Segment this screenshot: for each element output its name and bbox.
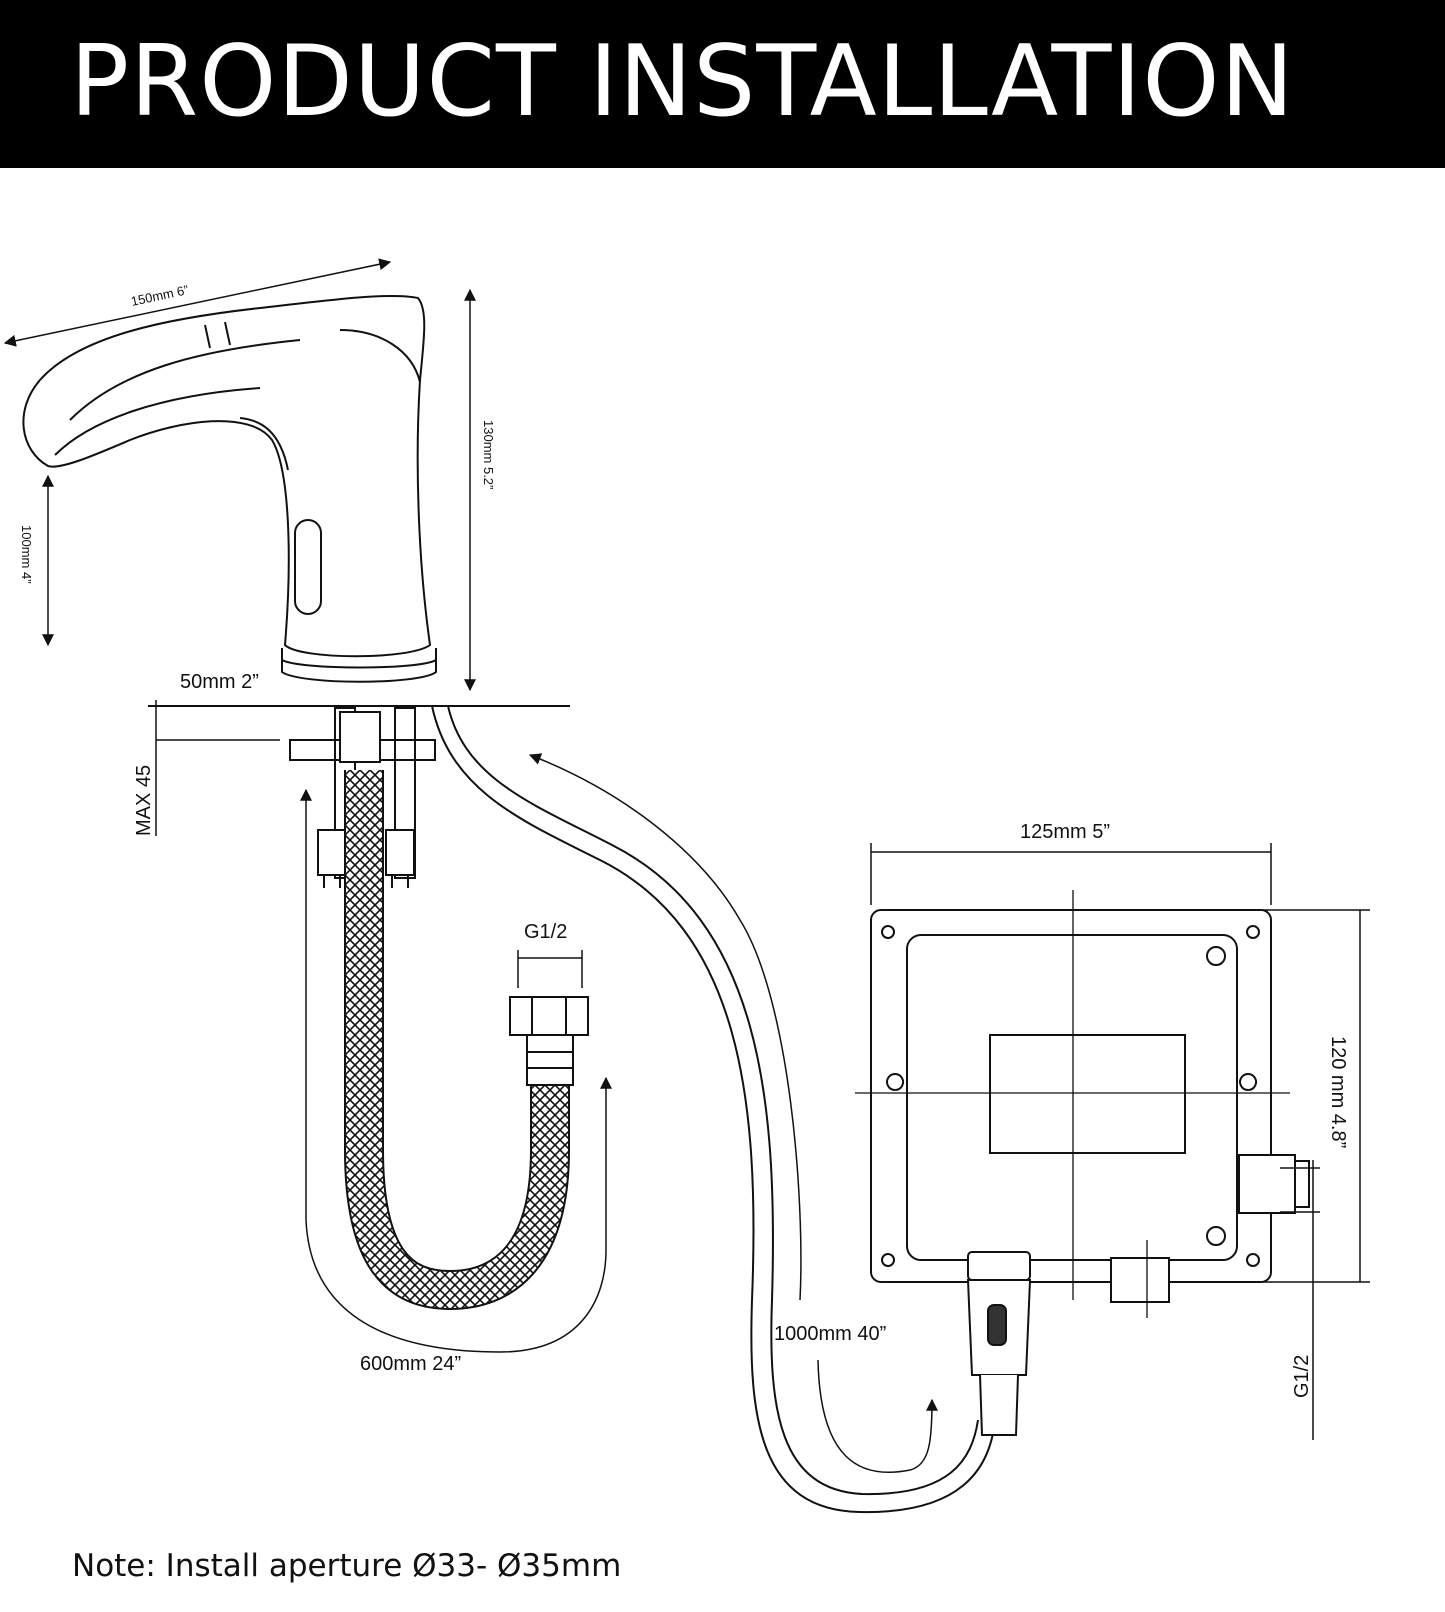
box-dimension-lines — [870, 843, 1370, 1440]
sensor-cable — [431, 705, 996, 1514]
inlet-thread-dim — [517, 950, 583, 988]
deck-thickness-label: MAX 45 — [133, 765, 155, 836]
control-box-centerlines — [855, 890, 1290, 1318]
faucet-height-label: 130mm 5.2” — [481, 420, 496, 489]
faucet-length-label: 150mm 6” — [130, 282, 190, 309]
page-title: PRODUCT INSTALLATION — [70, 25, 1295, 139]
inlet-fitting — [509, 996, 589, 1086]
box-thread-label: G1/2 — [1291, 1355, 1313, 1398]
hose-arrows — [300, 788, 612, 1353]
spout-height-label: 100mm 4” — [19, 525, 34, 584]
control-box — [870, 909, 1310, 1303]
inlet-thread-label: G1/2 — [524, 921, 567, 943]
cable-arrows — [528, 753, 938, 1474]
cable-length-label: 1000mm 40” — [774, 1323, 886, 1345]
box-height-label: 120 mm 4.8” — [1327, 1036, 1349, 1148]
base-diameter-label: 50mm 2” — [180, 671, 259, 693]
title-banner: PRODUCT INSTALLATION — [0, 0, 1445, 168]
box-width-label: 125mm 5” — [1020, 821, 1110, 843]
faucet-drawing — [22, 294, 437, 683]
faucet-dimension-lines — [3, 258, 476, 692]
install-note: Note: Install aperture Ø33- Ø35mm — [72, 1548, 622, 1584]
sensor-connector — [966, 1251, 1032, 1436]
hose-length-label: 600mm 24” — [360, 1353, 461, 1375]
